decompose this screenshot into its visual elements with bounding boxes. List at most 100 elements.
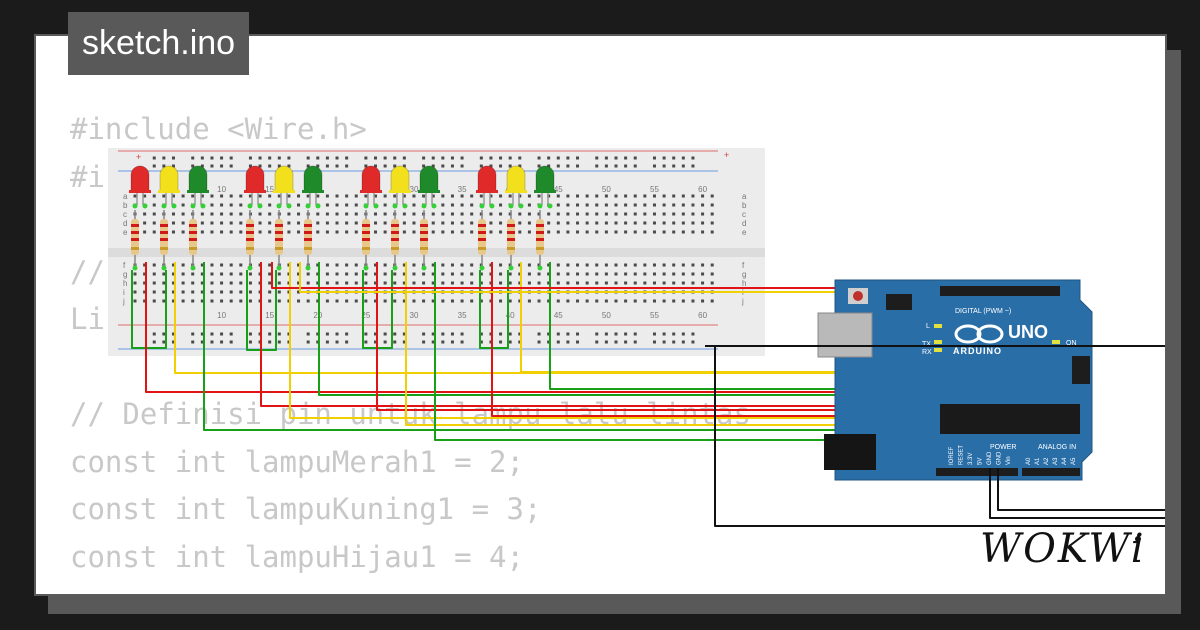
power-pin-label: RESET <box>959 445 965 465</box>
breadboard-hole <box>383 203 387 207</box>
breadboard-hole <box>681 212 685 216</box>
green-led <box>535 165 555 193</box>
resistor <box>420 219 428 255</box>
rail-hole <box>614 340 618 344</box>
breadboard-hole <box>489 263 493 267</box>
breadboard-hole <box>431 230 435 234</box>
rail-hole <box>229 332 233 336</box>
rail-hole <box>162 340 166 344</box>
breadboard-hole <box>374 221 377 225</box>
pin-indicator <box>247 265 253 271</box>
breadboard-hole <box>287 194 291 198</box>
resistor-band <box>275 231 283 234</box>
breadboard-hole <box>585 299 589 303</box>
breadboard-hole <box>220 212 224 216</box>
breadboard-hole <box>681 194 685 198</box>
breadboard-hole <box>210 230 214 234</box>
column-number: 50 <box>602 311 611 320</box>
breadboard-hole <box>470 212 474 216</box>
breadboard-hole <box>537 299 541 303</box>
breadboard-hole <box>624 221 628 225</box>
resistor-band <box>536 238 544 241</box>
power-pin-label: Vin <box>1006 456 1012 465</box>
rail-hole <box>547 340 551 344</box>
rail-hole <box>229 156 233 160</box>
breadboard-hole <box>633 230 637 234</box>
breadboard-hole <box>393 299 397 303</box>
breadboard-hole <box>345 263 349 267</box>
breadboard-hole <box>556 299 560 303</box>
rail-hole <box>306 340 310 344</box>
breadboard-hole <box>604 212 608 216</box>
row-letter: h <box>742 279 746 288</box>
breadboard-hole <box>556 212 560 216</box>
rail-hole <box>662 340 666 344</box>
breadboard-hole <box>585 230 589 234</box>
rail-hole <box>152 332 156 336</box>
breadboard-hole <box>643 221 647 225</box>
resistor-band <box>246 238 254 241</box>
breadboard-hole <box>248 272 252 276</box>
rail-hole <box>431 340 435 344</box>
breadboard-hole <box>547 281 551 285</box>
rail-hole <box>152 164 156 168</box>
breadboard-hole <box>508 272 512 276</box>
pin-indicator <box>286 203 292 209</box>
resistor-band <box>304 231 312 234</box>
breadboard-hole <box>624 272 628 276</box>
breadboard-hole <box>171 230 175 234</box>
resistor-band <box>304 224 312 227</box>
breadboard-hole <box>229 194 233 198</box>
breadboard-hole <box>402 299 406 303</box>
file-tab[interactable]: sketch.ino <box>68 12 250 75</box>
rail-hole <box>220 340 224 344</box>
rail-hole <box>258 164 262 168</box>
rail-hole <box>402 156 406 160</box>
breadboard-hole <box>383 272 387 276</box>
breadboard-hole <box>470 263 474 267</box>
arduino-model-label: UNO <box>1008 322 1048 342</box>
rail-hole <box>691 164 695 168</box>
rail-hole <box>210 164 214 168</box>
led-rim <box>302 190 324 193</box>
breadboard-hole <box>527 194 531 198</box>
led-rim <box>273 190 295 193</box>
breadboard-hole <box>402 281 406 285</box>
rail-hole <box>537 332 541 336</box>
column-number: 15 <box>265 311 274 320</box>
breadboard-hole <box>181 281 185 285</box>
breadboard-hole <box>325 212 329 216</box>
breadboard-hole <box>325 221 329 225</box>
row-letter: a <box>742 192 747 201</box>
rail-hole <box>508 340 512 344</box>
breadboard-hole <box>585 221 589 225</box>
breadboard-hole <box>345 272 349 276</box>
breadboard-hole <box>691 263 695 267</box>
breadboard-hole <box>624 203 628 207</box>
breadboard-hole <box>210 263 214 267</box>
breadboard-hole <box>441 194 445 198</box>
rail-hole <box>210 340 214 344</box>
column-number: 10 <box>217 311 226 320</box>
breadboard-hole <box>239 203 243 207</box>
row-letter: a <box>123 192 128 201</box>
breadboard-hole <box>287 230 291 234</box>
breadboard-hole <box>441 212 445 216</box>
rail-hole <box>479 332 483 336</box>
led-rim <box>187 190 209 193</box>
breadboard-hole <box>537 272 541 276</box>
power-pin-label: 5V <box>978 458 984 465</box>
rail-hole <box>383 340 387 344</box>
resistor <box>189 219 197 255</box>
breadboard-hole <box>325 230 329 234</box>
breadboard-hole <box>171 290 175 294</box>
breadboard-hole <box>316 212 320 216</box>
breadboard-hole <box>691 299 695 303</box>
breadboard-hole <box>191 290 195 294</box>
breadboard-hole <box>672 272 676 276</box>
breadboard-hole <box>527 230 531 234</box>
pin-indicator <box>315 203 321 209</box>
pin-indicator <box>479 203 485 209</box>
resistor-band <box>189 224 197 227</box>
rail-hole <box>633 156 637 160</box>
